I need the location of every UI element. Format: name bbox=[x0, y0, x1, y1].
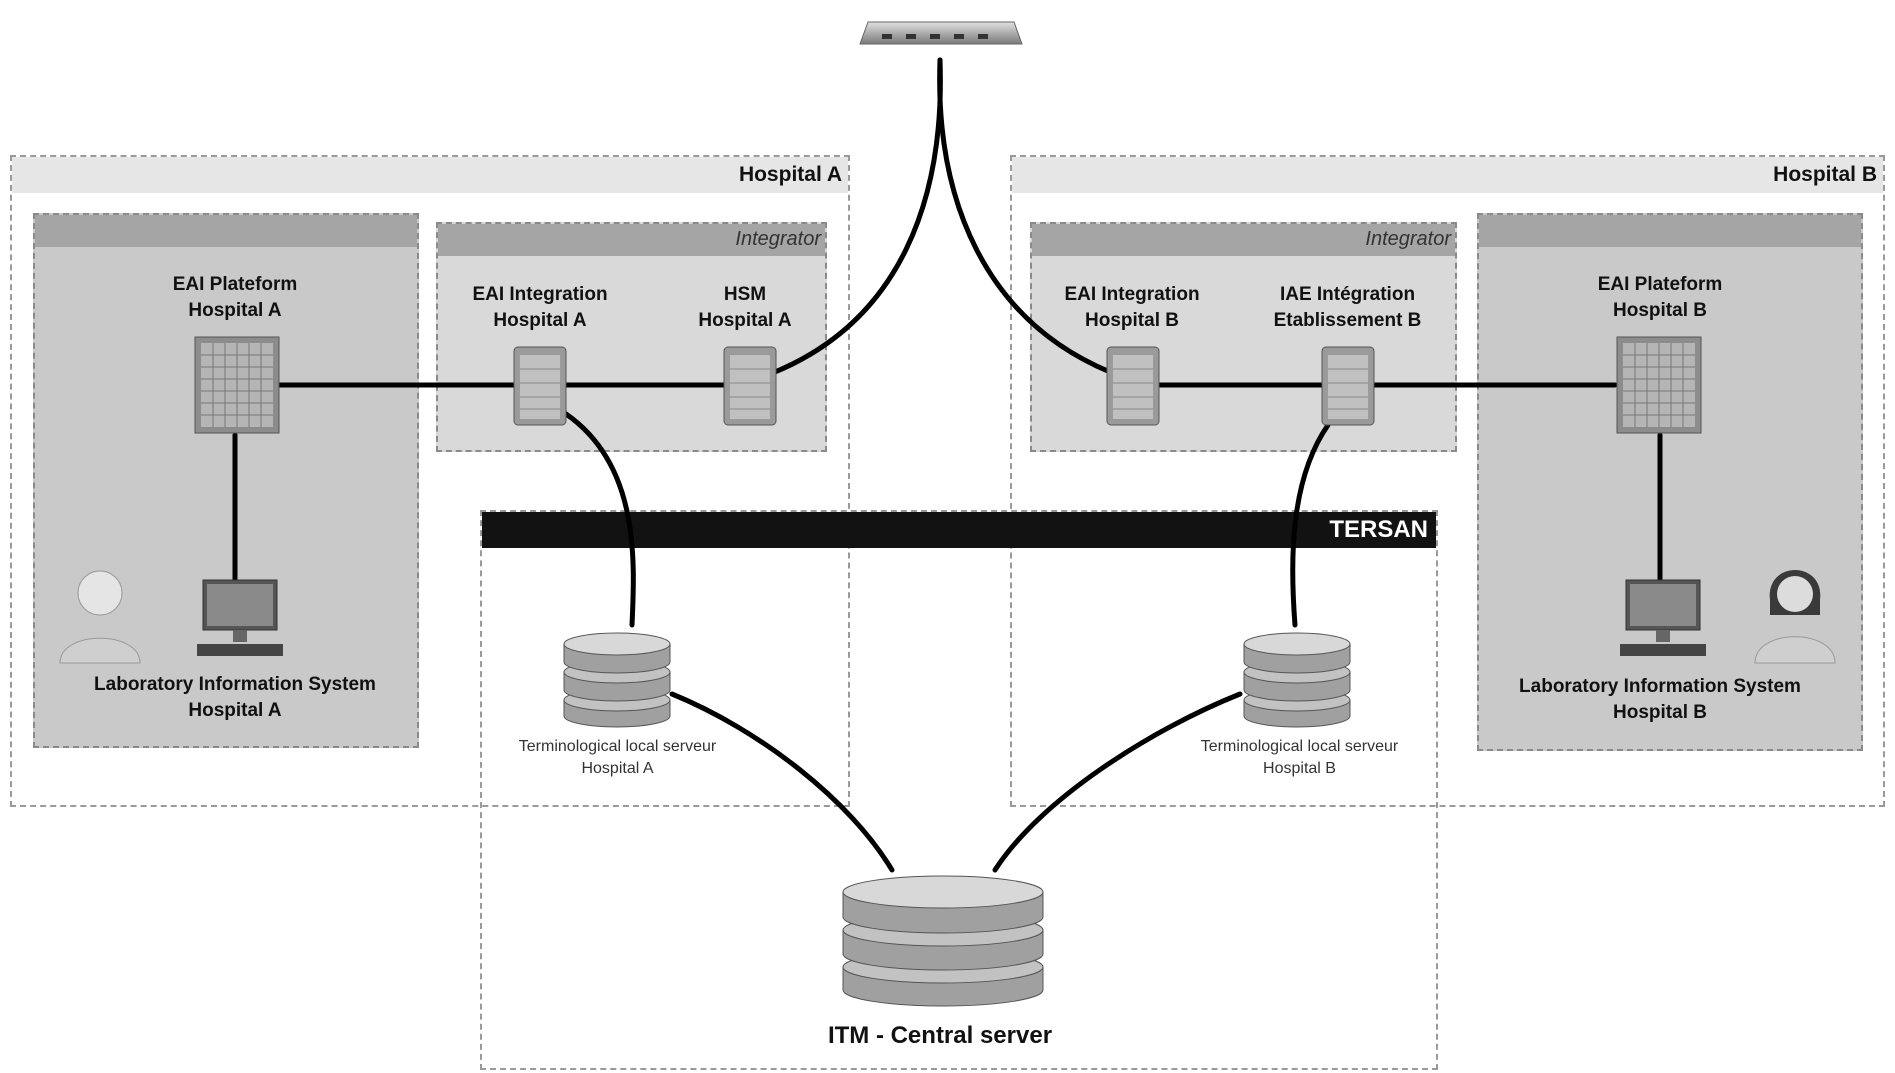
eai-integration-b-label: EAI Integration Hospital B bbox=[1064, 284, 1200, 331]
link-terminological-b-central bbox=[992, 691, 1243, 873]
desktop-computer-icon bbox=[197, 579, 283, 656]
integrator-b-title: Integrator bbox=[1365, 228, 1451, 250]
desktop-computer-icon bbox=[1620, 579, 1706, 656]
terminological-b-label: Terminological local serveur Hospital B bbox=[1200, 738, 1399, 777]
lis-b-label: Laboratory Information System Hospital B bbox=[1519, 676, 1801, 723]
link-integration-a-terminological-a bbox=[557, 407, 636, 628]
zone-hospital-a-title: Hospital A bbox=[12, 157, 848, 193]
zone-hospital-a: Hospital A bbox=[10, 155, 850, 807]
eai-platform-a-label: EAI Plateform Hospital A bbox=[172, 274, 298, 321]
iae-integration-b-label: IAE Intégration Etablissement B bbox=[1273, 284, 1422, 331]
link-switch-eai-integration-b bbox=[937, 57, 1113, 375]
female-user-icon bbox=[1754, 570, 1836, 664]
panel-integrator-b: Integrator bbox=[1030, 222, 1457, 452]
male-user-icon bbox=[59, 570, 141, 664]
link-terminological-a-central bbox=[669, 691, 895, 873]
eai-platform-b-label: EAI Plateform Hospital B bbox=[1597, 274, 1723, 321]
link-iae-b-terminological-b bbox=[1290, 422, 1331, 628]
integrator-a-title: Integrator bbox=[735, 228, 821, 250]
central-server-label: ITM - Central server bbox=[827, 1022, 1053, 1049]
hsm-a-label: HSM Hospital A bbox=[698, 284, 792, 331]
server-tower-icon bbox=[513, 346, 567, 426]
server-tower-icon bbox=[194, 336, 280, 434]
server-tower-icon bbox=[1616, 336, 1702, 434]
network-switch-icon bbox=[859, 21, 1023, 45]
database-icon bbox=[563, 632, 671, 728]
database-icon bbox=[842, 875, 1044, 1007]
zone-hospital-b-title: Hospital B bbox=[1012, 157, 1883, 193]
tersan-title: TERSAN bbox=[482, 512, 1436, 548]
eai-integration-a-label: EAI Integration Hospital A bbox=[472, 284, 608, 331]
server-tower-icon bbox=[1321, 346, 1375, 426]
database-icon bbox=[1243, 632, 1351, 728]
zone-hospital-b: Hospital B bbox=[1010, 155, 1885, 807]
terminological-a-label: Terminological local serveur Hospital A bbox=[518, 738, 717, 777]
server-tower-icon bbox=[1106, 346, 1160, 426]
zone-tersan: TERSAN bbox=[480, 510, 1438, 1070]
server-tower-icon bbox=[723, 346, 777, 426]
lis-a-label: Laboratory Information System Hospital A bbox=[94, 674, 376, 721]
